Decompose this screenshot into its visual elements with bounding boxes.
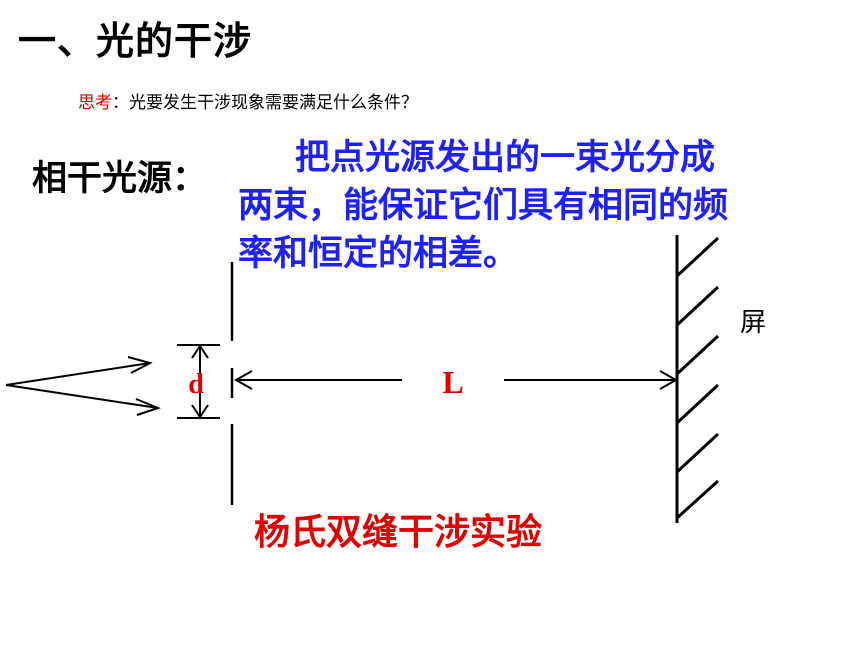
- explanation-line-2: 两束，能保证它们具有相同的频: [238, 186, 729, 226]
- d-arrow-bottom: [191, 404, 209, 419]
- coherent-source-explanation: 把点光源发出的一束光分成 两束，能保证它们具有相同的频 率和恒定的相差。: [238, 134, 850, 278]
- L-arrow-left: [233, 370, 253, 390]
- question-text: ：光要发生干涉现象需要满足什么条件？: [112, 93, 418, 113]
- screen-hatch: [675, 334, 720, 376]
- slide-title: 一、光的干涉: [18, 19, 253, 63]
- upper-ray-arrowhead: [127, 356, 153, 374]
- experiment-title: 杨氏双缝干涉实验: [254, 512, 543, 553]
- upper-ray: [5, 362, 151, 386]
- question-label: 思考: [78, 93, 112, 113]
- screen-label: 屏: [740, 308, 766, 338]
- screen: [675, 235, 720, 523]
- incident-rays: [5, 356, 161, 416]
- screen-hatch: [675, 479, 720, 520]
- slit-separation-dimension: [177, 344, 220, 419]
- d-label: d: [188, 369, 204, 400]
- explanation-line-3: 率和恒定的相差。: [238, 234, 519, 274]
- screen-hatch: [675, 285, 720, 327]
- coherent-source-label: 相干光源：: [32, 159, 208, 199]
- d-arrow-top: [191, 344, 209, 359]
- question-line: 思考：光要发生干涉现象需要满足什么条件？: [78, 88, 418, 113]
- lower-ray: [5, 384, 159, 409]
- explanation-line-1: 把点光源发出的一束光分成: [295, 138, 716, 178]
- screen-hatch: [675, 383, 720, 425]
- L-label: L: [442, 364, 463, 400]
- screen-hatch: [675, 236, 720, 278]
- lower-ray-arrowhead: [135, 398, 161, 416]
- screen-hatch: [675, 432, 720, 474]
